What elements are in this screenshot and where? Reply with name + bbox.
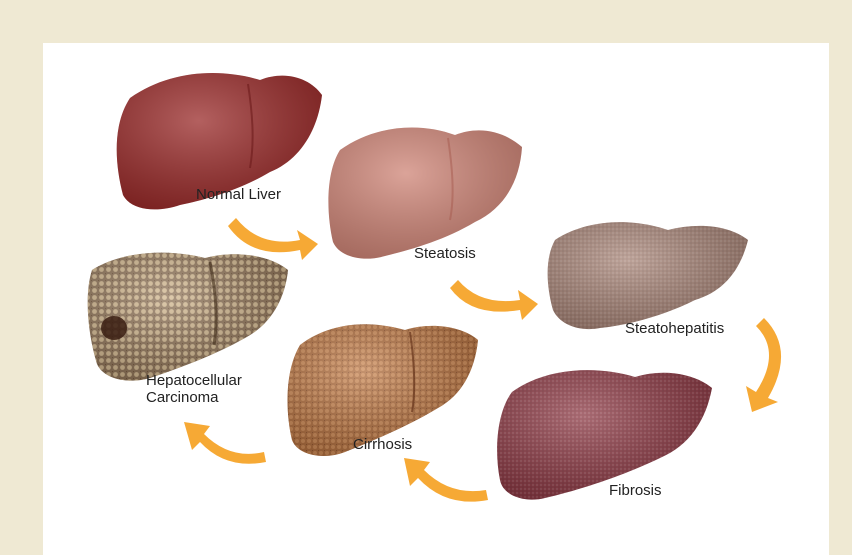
label-steatosis: Steatosis — [414, 245, 476, 262]
tumor-spot — [101, 316, 127, 340]
arrow-fibrosis-to-cirrhosis — [404, 458, 488, 502]
liver-hepatocellular-carcinoma — [88, 253, 288, 381]
liver-fibrosis — [497, 370, 712, 499]
label-carcinoma: Carcinoma — [146, 389, 219, 406]
label-hepatocellular: Hepatocellular — [146, 372, 242, 389]
liver-steatosis — [328, 127, 522, 258]
arrow-steatohepatitis-to-fibrosis — [746, 318, 781, 412]
label-fibrosis: Fibrosis — [609, 482, 662, 499]
label-cirrhosis: Cirrhosis — [353, 436, 412, 453]
label-normal-liver: Normal Liver — [196, 186, 281, 203]
arrow-normal-to-steatosis — [228, 218, 318, 260]
liver-steatohepatitis — [548, 222, 748, 329]
arrow-cirrhosis-to-hcc — [184, 422, 266, 464]
arrow-steatosis-to-steatohepatitis — [450, 280, 538, 320]
label-steatohepatitis: Steatohepatitis — [625, 320, 724, 337]
